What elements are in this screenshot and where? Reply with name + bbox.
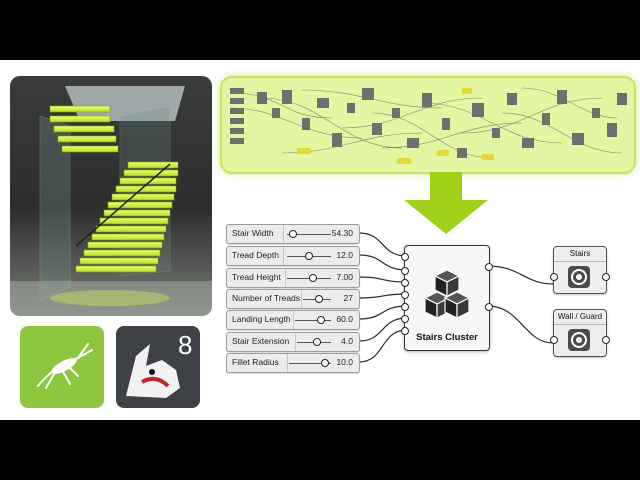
slider-label: Tread Depth <box>232 250 279 260</box>
tread-height-slider[interactable]: Tread Height 7.00 <box>226 268 360 288</box>
geometry-param-icon <box>568 266 590 288</box>
slider-knob[interactable] <box>321 359 329 367</box>
stair-extension-slider[interactable]: Stair Extension 4.0 <box>226 332 360 352</box>
slider-knob[interactable] <box>317 316 325 324</box>
number-of-treads-slider[interactable]: Number of Treads 27 <box>226 289 360 309</box>
slider-value: 10.0 <box>336 357 353 367</box>
slider-value: 27 <box>343 293 353 303</box>
slider-label: Stair Extension <box>232 336 290 346</box>
slider-value: 54.30 <box>331 228 353 238</box>
wall-guard-output-param[interactable]: Wall / Guard <box>550 309 610 357</box>
slider-knob[interactable] <box>305 252 313 260</box>
stair-render-illustration <box>10 86 212 316</box>
landing-length-slider[interactable]: Landing Length 60.0 <box>226 310 360 330</box>
input-port[interactable] <box>401 279 409 287</box>
wires <box>358 232 554 363</box>
output-port[interactable] <box>485 303 493 311</box>
output-port[interactable] <box>602 273 610 281</box>
stair-render-photo <box>10 76 212 316</box>
input-port[interactable] <box>401 327 409 335</box>
arrow-down-icon <box>404 172 488 234</box>
input-port[interactable] <box>401 315 409 323</box>
slider-knob[interactable] <box>315 295 323 303</box>
slider-label: Landing Length <box>232 314 291 324</box>
grasshopper-logo-icon <box>20 326 104 408</box>
input-port[interactable] <box>401 291 409 299</box>
stair-width-slider[interactable]: Stair Width 54.30 <box>226 224 360 244</box>
cubes-icon <box>425 269 469 319</box>
cluster-label: Stairs Cluster <box>416 332 478 343</box>
thumbnail-canvas: 8 <box>0 60 640 420</box>
slider-knob[interactable] <box>309 274 317 282</box>
definition-overview-panel <box>220 76 636 174</box>
slider-label: Number of Treads <box>232 293 301 303</box>
slider-value: 4.0 <box>341 336 353 346</box>
tread-depth-slider[interactable]: Tread Depth 12.0 <box>226 246 360 266</box>
input-port[interactable] <box>401 303 409 311</box>
slider-label: Tread Height <box>232 272 281 282</box>
slider-knob[interactable] <box>289 230 297 238</box>
geometry-param-icon <box>568 329 590 351</box>
input-port[interactable] <box>550 336 558 344</box>
param-label: Stairs <box>554 247 606 262</box>
stairs-cluster-component[interactable]: Stairs Cluster <box>401 245 493 351</box>
slider-value: 12.0 <box>336 250 353 260</box>
output-port[interactable] <box>485 263 493 271</box>
slider-value: 60.0 <box>336 314 353 324</box>
slider-value: 7.00 <box>336 272 353 282</box>
definition-graph <box>230 87 627 164</box>
slider-label: Stair Width <box>232 228 274 238</box>
param-label: Wall / Guard <box>554 310 606 325</box>
output-port[interactable] <box>602 336 610 344</box>
input-port[interactable] <box>550 273 558 281</box>
input-port[interactable] <box>401 267 409 275</box>
rhino-logo-icon: 8 <box>116 326 200 408</box>
input-port[interactable] <box>401 253 409 261</box>
slider-label: Fillet Radius <box>232 357 279 367</box>
stairs-output-param[interactable]: Stairs <box>550 246 610 294</box>
fillet-radius-slider[interactable]: Fillet Radius 10.0 <box>226 353 360 373</box>
rhino-version: 8 <box>178 330 192 360</box>
slider-knob[interactable] <box>313 338 321 346</box>
